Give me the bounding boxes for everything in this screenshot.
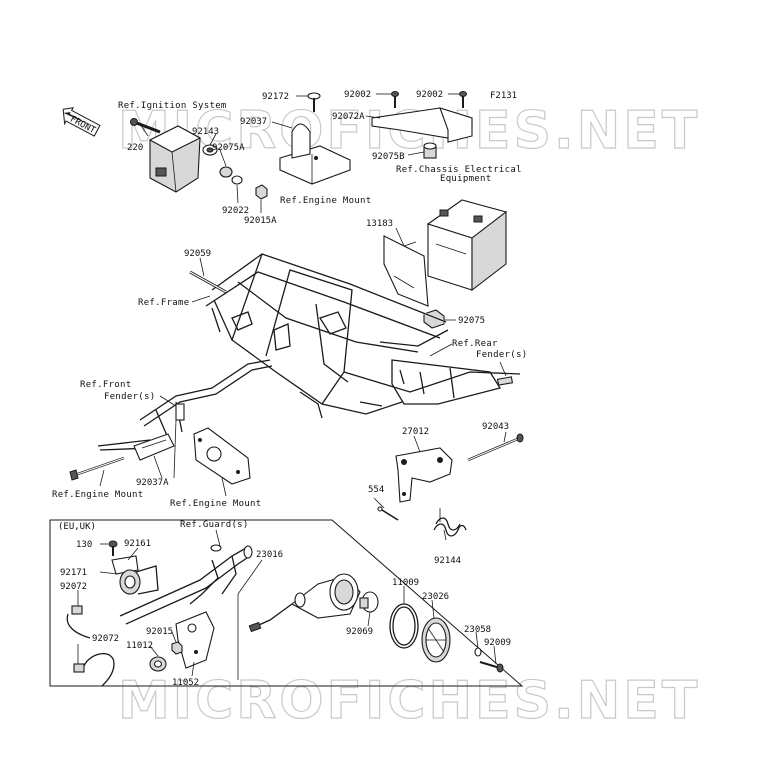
collar-92075B-part	[423, 142, 437, 159]
part-label: 92022	[222, 206, 249, 216]
diagram-code: F2131	[490, 91, 517, 101]
part-label: 220	[127, 143, 143, 153]
plate-92037A-part	[133, 433, 175, 461]
guard-part	[119, 544, 253, 625]
part-label: 92072	[60, 582, 87, 592]
ref-engine-mount-mid: Ref.Engine Mount	[170, 499, 262, 509]
ring-11009-part	[389, 603, 419, 649]
screw-92009-part	[479, 661, 504, 673]
turn-signal-23016-part	[248, 573, 361, 633]
part-label: 11009	[392, 578, 419, 588]
bolt-92002-right-part	[459, 91, 467, 108]
leader-lines	[77, 93, 507, 680]
long-bolt-left-part	[69, 456, 125, 481]
bracket-92037-part	[279, 123, 351, 185]
engine-mount-plate-part	[193, 427, 251, 485]
part-label: 13183	[366, 219, 393, 229]
ignition-unit-part	[148, 125, 202, 193]
ref-chassis-electrical-2: Equipment	[440, 174, 491, 184]
ref-frame: Ref.Frame	[138, 298, 189, 308]
part-label: 92037A	[136, 478, 169, 488]
part-label: 27012	[402, 427, 429, 437]
front-bracket-part	[97, 359, 273, 451]
collar-92171-part	[119, 565, 159, 595]
part-label: 92069	[346, 627, 373, 637]
bulb-92069-part	[359, 591, 379, 613]
part-label: 11052	[172, 678, 199, 688]
part-label: 92075A	[212, 143, 245, 153]
collar-92075A-part	[219, 166, 233, 178]
part-label: 92015A	[244, 216, 277, 226]
part-label: 11012	[126, 641, 153, 651]
part-label: 92009	[484, 638, 511, 648]
nut-92015-part	[171, 641, 183, 655]
grommet-11012-part	[149, 656, 167, 672]
bolt-220-part	[130, 118, 161, 134]
part-label: 92072A	[332, 112, 365, 122]
band-92072-lower-part	[73, 653, 115, 687]
lens-23026-part	[421, 617, 451, 663]
part-label: 92143	[192, 127, 219, 137]
part-label: 92171	[60, 568, 87, 578]
battery-part	[426, 199, 508, 292]
eu-uk-label: (EU,UK)	[58, 522, 96, 532]
part-label: 23026	[422, 592, 449, 602]
part-label: 92144	[434, 556, 461, 566]
ref-engine-mount-left: Ref.Engine Mount	[52, 490, 144, 500]
front-arrow-icon: FRONT	[62, 107, 101, 137]
part-label: 23016	[256, 550, 283, 560]
part-label: 92161	[124, 539, 151, 549]
part-label: 92037	[240, 117, 267, 127]
ref-guard: Ref.Guard(s)	[180, 520, 249, 530]
frame-part	[205, 252, 521, 419]
part-label: 92002	[344, 90, 371, 100]
nut-92015A-part	[255, 184, 268, 200]
clamp-92161-part	[111, 555, 139, 575]
part-label: 92015	[146, 627, 173, 637]
battery-holder-92072A-part	[371, 107, 473, 143]
pin-554-part	[377, 506, 399, 521]
washer-92022-part	[231, 175, 243, 185]
part-label: 92075B	[372, 152, 405, 162]
ref-engine-mount-top: Ref.Engine Mount	[280, 196, 372, 206]
ref-rear-fender: Ref.Rear	[452, 339, 498, 349]
eu-uk-box	[49, 519, 524, 687]
part-label: 92072	[92, 634, 119, 644]
ref-front-fender-2: Fender(s)	[104, 392, 155, 402]
bracket-27012-part	[395, 447, 453, 503]
band-92072-upper-part	[66, 605, 91, 639]
ref-rear-fender-2: Fender(s)	[476, 350, 527, 360]
bracket-11052-part	[175, 611, 215, 669]
cover-13183-part	[383, 235, 429, 307]
part-label: 23058	[464, 625, 491, 635]
ref-ignition-system: Ref.Ignition System	[118, 101, 227, 111]
watermark-bottom: MICROFICHES.NET	[118, 671, 700, 731]
part-label: 554	[368, 485, 384, 495]
bolt-92002-left-part	[391, 91, 399, 108]
part-label: 92043	[482, 422, 509, 432]
part-label: 92002	[416, 90, 443, 100]
part-label: 92172	[262, 92, 289, 102]
washer-23058-part	[474, 647, 482, 657]
bolt-92043-part	[467, 433, 524, 462]
part-label: 130	[76, 540, 92, 550]
ref-chassis-electrical: Ref.Chassis Electrical	[396, 165, 522, 175]
part-label: 92075	[458, 316, 485, 326]
ref-front-fender: Ref.Front	[80, 380, 131, 390]
spring-92144-part	[433, 508, 467, 537]
pin-92059-part	[189, 270, 227, 294]
part-label: 92059	[184, 249, 211, 259]
bolt-130-part	[108, 540, 118, 556]
